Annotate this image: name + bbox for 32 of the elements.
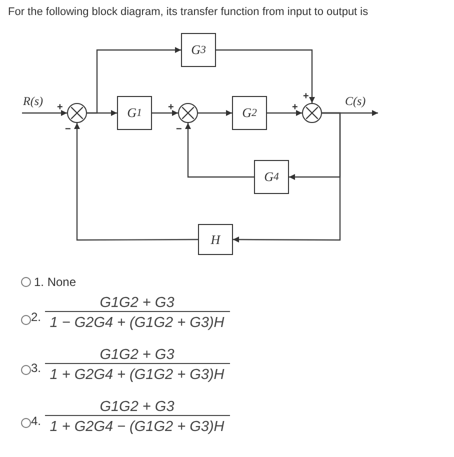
formula-text: G1G2 + G3	[100, 348, 174, 362]
formula-text: 1 + G2G4 − (G1G2 + G3)H	[50, 420, 224, 434]
arrow	[152, 110, 178, 116]
summing-junction	[67, 103, 87, 123]
summing-junction	[302, 103, 322, 123]
arrow	[185, 123, 254, 178]
formula-text: 1 − G2G4 + (G1G2 + G3)H	[50, 316, 224, 330]
option-label: 3.	[31, 362, 42, 374]
arrow	[198, 110, 232, 116]
option-label: 2.	[31, 311, 42, 323]
transfer-block: H	[198, 224, 233, 255]
formula-text: 1 + G2G4 + (G1G2 + G3)H	[50, 368, 224, 382]
arrow	[267, 110, 302, 116]
arrow	[22, 110, 67, 116]
sign-label: +	[303, 92, 309, 102]
question-text: For the following block diagram, its transfer function from input to output is	[8, 6, 368, 18]
option-label: 1. None	[34, 276, 76, 288]
arrow	[216, 49, 315, 103]
arrow	[74, 123, 198, 241]
sign-label: −	[176, 125, 182, 135]
sign-label: −	[65, 125, 71, 135]
signal-label: C(s)	[345, 94, 366, 109]
sign-label: +	[57, 103, 63, 113]
summing-junction	[178, 103, 198, 123]
formula-text: G1G2 + G3	[100, 400, 174, 414]
formula-text: G1G2 + G3	[100, 296, 174, 310]
signal-label: R(s)	[23, 94, 43, 109]
arrow	[233, 112, 341, 243]
arrow	[87, 47, 181, 114]
sign-label: +	[292, 103, 298, 113]
option-label: 4.	[31, 415, 42, 427]
sign-label: +	[168, 103, 174, 113]
